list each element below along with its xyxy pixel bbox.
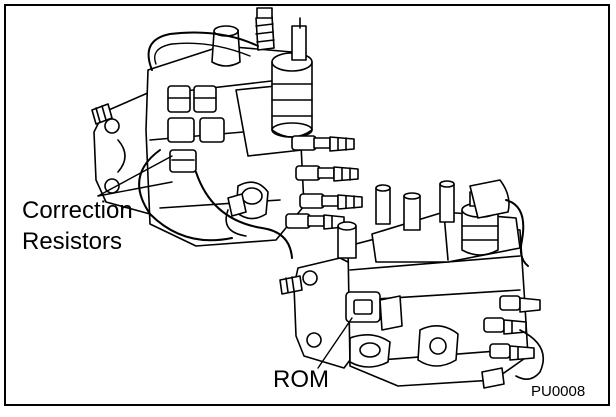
rom-label: ROM (273, 366, 329, 393)
correction-resistors-label-line1: Correction (22, 197, 133, 224)
upper-pump (91, 7, 363, 259)
figure-code: PU0008 (531, 383, 586, 400)
lower-pump (279, 179, 545, 389)
leader-lines (97, 155, 353, 369)
figure-frame (4, 4, 610, 406)
correction-resistors-label-line2: Resistors (22, 228, 123, 255)
